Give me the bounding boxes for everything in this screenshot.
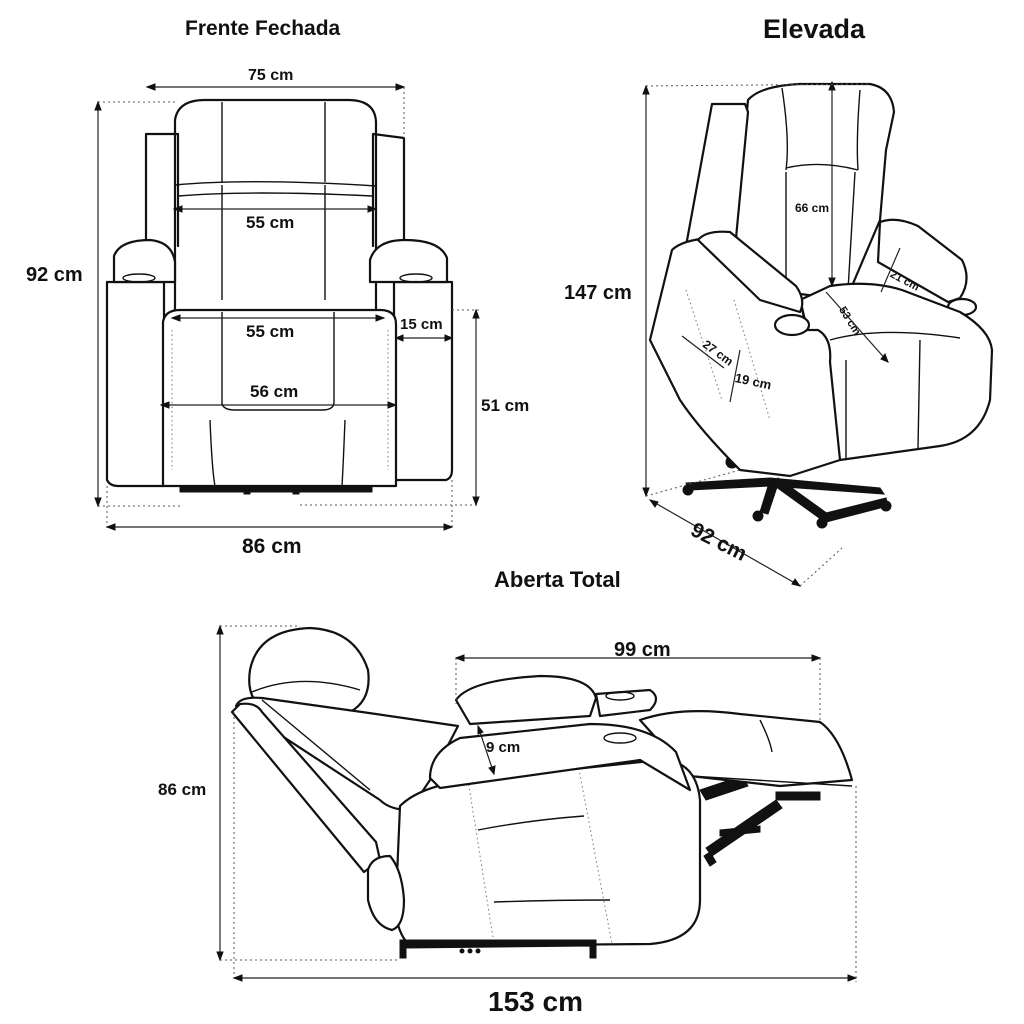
open-footrest-length-label: 99 cm: [614, 639, 671, 661]
front-seat-front-label: 56 cm: [250, 382, 298, 401]
front-dimension-lines: [94, 83, 480, 531]
front-view-title: Frente Fechada: [185, 17, 341, 40]
open-chair-drawing: [230, 626, 854, 959]
front-width-top-label: 75 cm: [248, 67, 293, 84]
lifted-dimension-lines: [642, 80, 901, 587]
lifted-view-title: Elevada: [763, 14, 866, 44]
front-arm-height-label: 51 cm: [481, 396, 529, 415]
open-dimension-lines: [216, 624, 858, 982]
lifted-height-total-label: 147 cm: [564, 282, 632, 304]
front-backrest-width-label: 55 cm: [246, 213, 294, 232]
front-seat-width-label: 55 cm: [246, 322, 294, 341]
open-view-title: Aberta Total: [494, 567, 621, 592]
lifted-backrest-height-label: 66 cm: [795, 201, 829, 215]
front-width-total-label: 86 cm: [242, 535, 302, 558]
open-height-total-label: 86 cm: [158, 780, 206, 799]
open-arm-thickness-label: 9 cm: [486, 739, 520, 756]
front-chair-drawing: [105, 98, 454, 495]
front-arm-width-label: 15 cm: [400, 316, 443, 333]
open-length-total-label: 153 cm: [488, 986, 583, 1017]
lifted-chair-drawing: [648, 82, 994, 529]
lifted-depth-total-label: 92 cm: [687, 518, 750, 566]
front-height-total-label: 92 cm: [26, 264, 83, 286]
lifted-arm-side-height-label: 19 cm: [734, 370, 773, 392]
